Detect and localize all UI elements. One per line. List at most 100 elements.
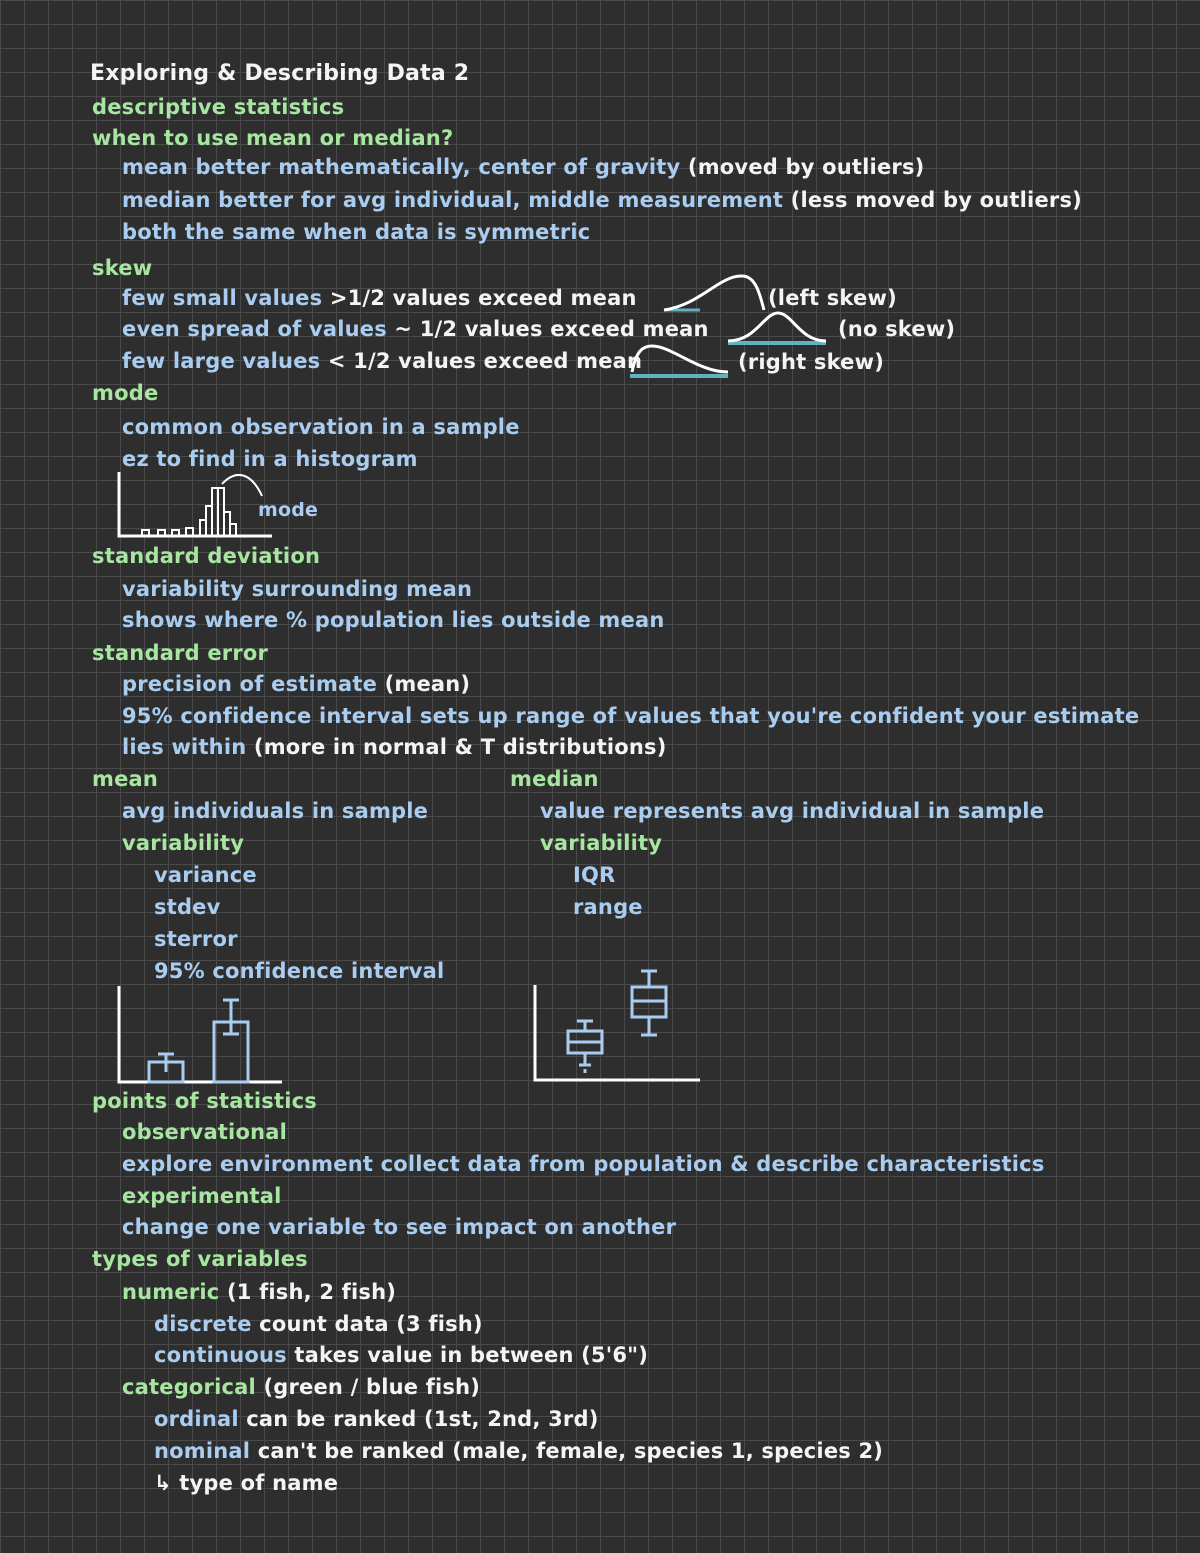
note-text: variance bbox=[154, 863, 257, 887]
note-line: explore environment collect data from po… bbox=[122, 1150, 1045, 1178]
note-text: numeric bbox=[122, 1280, 220, 1304]
note-line: mean bbox=[92, 765, 158, 793]
note-text: median bbox=[510, 767, 599, 791]
note-text: both the same when data is symmetric bbox=[122, 220, 591, 244]
note-text: IQR bbox=[573, 863, 616, 887]
note-text: mean bbox=[92, 767, 159, 791]
note-aside: takes value in between (5'6") bbox=[286, 1343, 649, 1367]
note-line: ez to find in a histogram bbox=[122, 445, 418, 473]
note-line: when to use mean or median? bbox=[92, 124, 453, 152]
note-aside: can be ranked (1st, 2nd, 3rd) bbox=[238, 1407, 599, 1431]
note-line: value represents avg individual in sampl… bbox=[540, 797, 1044, 825]
note-text: even spread of values bbox=[122, 317, 387, 341]
note-text: variability surrounding mean bbox=[122, 577, 473, 601]
symmetric-curve bbox=[727, 311, 827, 345]
note-aside: (more in normal & T distributions) bbox=[246, 735, 667, 759]
note-line: categorical (green / blue fish) bbox=[122, 1373, 480, 1401]
note-line: continuous takes value in between (5'6") bbox=[154, 1341, 648, 1369]
right-skew-curve bbox=[630, 344, 729, 378]
note-aside: (green / blue fish) bbox=[255, 1375, 481, 1399]
note-line: even spread of values ~ 1/2 values excee… bbox=[122, 315, 709, 343]
note-text: ordinal bbox=[154, 1407, 239, 1431]
note-text: precision of estimate bbox=[122, 672, 378, 696]
note-text: discrete bbox=[154, 1312, 252, 1336]
note-aside: < 1/2 values exceed mean bbox=[320, 349, 643, 373]
note-line: standard error bbox=[92, 639, 268, 667]
note-text: sterror bbox=[154, 927, 238, 951]
note-line: mode bbox=[92, 379, 158, 407]
note-text: observational bbox=[122, 1120, 288, 1144]
note-line: common observation in a sample bbox=[122, 413, 520, 441]
note-text: 95% confidence interval bbox=[154, 959, 445, 983]
note-line: variability bbox=[540, 829, 662, 857]
note-line: both the same when data is symmetric bbox=[122, 218, 590, 246]
note-line: mode bbox=[258, 496, 318, 524]
note-line: observational bbox=[122, 1118, 287, 1146]
note-text: (right skew) bbox=[738, 350, 885, 374]
note-line: ordinal can be ranked (1st, 2nd, 3rd) bbox=[154, 1405, 599, 1433]
note-line: points of statistics bbox=[92, 1087, 317, 1115]
note-text: experimental bbox=[122, 1184, 282, 1208]
note-text: mode bbox=[92, 381, 159, 405]
note-line: variability bbox=[122, 829, 244, 857]
note-line: descriptive statistics bbox=[92, 93, 344, 121]
histogram bbox=[117, 472, 272, 538]
note-line: median better for avg individual, middle… bbox=[122, 186, 1082, 214]
note-text: mode bbox=[258, 499, 319, 521]
note-text: mean better mathematically, center of gr… bbox=[122, 155, 681, 179]
left-skew-curve bbox=[663, 274, 766, 312]
note-text: change one variable to see impact on ano… bbox=[122, 1215, 677, 1239]
note-text: ↳ type of name bbox=[154, 1471, 339, 1495]
note-line: avg individuals in sample bbox=[122, 797, 428, 825]
note-line: 95% confidence interval sets up range of… bbox=[122, 702, 1139, 730]
note-text: median better for avg individual, middle… bbox=[122, 188, 784, 212]
note-text: standard deviation bbox=[92, 544, 321, 568]
note-text: variability bbox=[122, 831, 245, 855]
note-aside: ~ 1/2 values exceed mean bbox=[386, 317, 709, 341]
note-line: variance bbox=[154, 861, 257, 889]
note-aside: (moved by outliers) bbox=[680, 155, 925, 179]
note-text: standard error bbox=[92, 641, 269, 665]
note-text: points of statistics bbox=[92, 1089, 317, 1113]
note-text: lies within bbox=[122, 735, 247, 759]
note-line: types of variables bbox=[92, 1245, 308, 1273]
note-line: (left skew) bbox=[768, 284, 897, 312]
note-text: stdev bbox=[154, 895, 221, 919]
note-text: skew bbox=[92, 256, 153, 280]
note-text: types of variables bbox=[92, 1247, 308, 1271]
note-line: ↳ type of name bbox=[154, 1469, 338, 1497]
note-line: 95% confidence interval bbox=[154, 957, 444, 985]
note-line: lies within (more in normal & T distribu… bbox=[122, 733, 667, 761]
note-text: few large values bbox=[122, 349, 321, 373]
note-aside: (mean) bbox=[377, 672, 471, 696]
note-line: (no skew) bbox=[838, 315, 955, 343]
note-line: change one variable to see impact on ano… bbox=[122, 1213, 676, 1241]
note-line: (right skew) bbox=[738, 348, 884, 376]
note-line: precision of estimate (mean) bbox=[122, 670, 470, 698]
note-line: shows where % population lies outside me… bbox=[122, 606, 664, 634]
note-line: median bbox=[510, 765, 599, 793]
note-line: few small values >1/2 values exceed mean bbox=[122, 284, 637, 312]
note-aside: (less moved by outliers) bbox=[783, 188, 1082, 212]
note-text: continuous bbox=[154, 1343, 287, 1367]
note-text: common observation in a sample bbox=[122, 415, 520, 439]
note-line: variability surrounding mean bbox=[122, 575, 472, 603]
note-line: nominal can't be ranked (male, female, s… bbox=[154, 1437, 883, 1465]
note-line: stdev bbox=[154, 893, 221, 921]
note-text: avg individuals in sample bbox=[122, 799, 429, 823]
note-line: sterror bbox=[154, 925, 238, 953]
note-text: (left skew) bbox=[768, 286, 897, 310]
note-line: range bbox=[573, 893, 643, 921]
note-text: categorical bbox=[122, 1375, 256, 1399]
note-aside: >1/2 values exceed mean bbox=[322, 286, 637, 310]
note-text: 95% confidence interval sets up range of… bbox=[122, 704, 1140, 728]
box-plots bbox=[533, 969, 700, 1082]
note-aside: can't be ranked (male, female, species 1… bbox=[250, 1439, 884, 1463]
note-text: ez to find in a histogram bbox=[122, 447, 418, 471]
note-line: standard deviation bbox=[92, 542, 320, 570]
note-line: IQR bbox=[573, 861, 615, 889]
note-text: few small values bbox=[122, 286, 323, 310]
note-line: numeric (1 fish, 2 fish) bbox=[122, 1278, 396, 1306]
note-text: descriptive statistics bbox=[92, 95, 345, 119]
note-line: experimental bbox=[122, 1182, 282, 1210]
